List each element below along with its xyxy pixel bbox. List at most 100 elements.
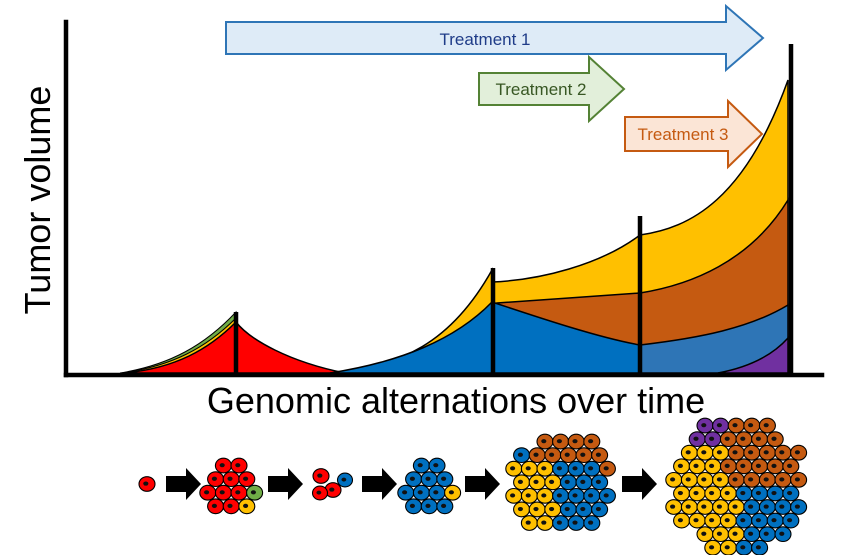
treatment-arrow-2-label: Treatment 2 xyxy=(495,80,586,99)
stage-5-cell xyxy=(583,487,601,504)
stage-6-cell xyxy=(665,499,683,515)
progression-arrow-2 xyxy=(268,468,303,500)
stage-6-cell xyxy=(766,512,784,529)
stage-6-cell xyxy=(680,499,698,515)
treatment-arrow-2: Treatment 2 xyxy=(478,54,626,124)
stage-6-cell xyxy=(774,471,792,488)
stage-6-cell xyxy=(751,431,769,448)
stage-4-cell xyxy=(444,484,462,501)
stage-6-cell xyxy=(727,444,745,461)
stage-5-cell xyxy=(598,460,616,477)
stage-2-cell xyxy=(214,484,232,501)
stage-6-cell xyxy=(751,458,769,475)
stage-6-cell xyxy=(704,458,722,475)
stage-6-cell xyxy=(688,485,706,502)
stage-3-cell xyxy=(324,482,342,498)
treatment-arrow-1-label: Treatment 1 xyxy=(439,30,530,49)
stage-1-cell xyxy=(138,476,156,492)
stage-6-cell xyxy=(743,526,761,543)
stage-6-cell xyxy=(766,431,784,448)
stage-5-cell xyxy=(536,515,554,531)
stage-5-cell xyxy=(520,460,538,477)
stage-6-cell xyxy=(712,417,730,434)
cell-progression xyxy=(138,417,808,555)
treatment-arrow-1-shape xyxy=(225,3,765,73)
stage-6-cell xyxy=(735,458,753,475)
stage-6-cell xyxy=(712,499,730,515)
stage-5-cell xyxy=(536,460,554,477)
stage-6-cell xyxy=(673,512,691,529)
treatment-arrow-3: Treatment 3 xyxy=(624,98,764,170)
stage-6-cell xyxy=(774,499,792,515)
stage-6-cell xyxy=(735,485,753,502)
area-purple-clone xyxy=(717,336,789,374)
stage-5-cell xyxy=(552,515,570,531)
stage-6-cell xyxy=(673,458,691,475)
stage-5-cell xyxy=(583,460,601,477)
timepoint-markers xyxy=(233,44,794,374)
stage-5-cell xyxy=(591,474,609,491)
stage-2-cell xyxy=(207,498,225,515)
progression-arrow-1 xyxy=(166,468,201,500)
stage-4-cell xyxy=(412,484,430,501)
stage-6-cell xyxy=(719,431,737,448)
stage-6-cell xyxy=(782,512,800,529)
stage-4-cell xyxy=(436,471,454,488)
stage-2-cell xyxy=(214,457,232,474)
stage-6-cell xyxy=(735,512,753,529)
stage-5-cell xyxy=(575,501,593,518)
stage-4-cell xyxy=(397,484,415,501)
stage-5-cell xyxy=(591,447,609,464)
stage-6-cell xyxy=(712,471,730,488)
stage-6-cell xyxy=(704,512,722,529)
stage-6-cell xyxy=(696,444,714,461)
stage-5-cell xyxy=(591,501,609,518)
stage-6-cell xyxy=(719,485,737,502)
stage-6-cell xyxy=(758,417,776,434)
stage-5-cell xyxy=(513,474,531,491)
stage-6-cell xyxy=(774,444,792,461)
stage-6-cell xyxy=(743,471,761,488)
stage-6-cell xyxy=(688,431,706,448)
stage-6-cell xyxy=(766,458,784,475)
treatment-arrow-2-shape xyxy=(478,54,626,124)
stage-5-cell xyxy=(559,474,577,491)
stage-6-cell xyxy=(680,471,698,488)
stage-5-cell xyxy=(552,433,570,450)
stage-5-cell xyxy=(552,460,570,477)
stage-5-cell xyxy=(575,447,593,464)
stage-5-cell xyxy=(505,487,523,504)
progression-arrows xyxy=(166,468,657,500)
stage-2-cell xyxy=(222,471,240,488)
stage-6-cell xyxy=(696,526,714,543)
axes xyxy=(63,19,825,378)
stage-6-cell xyxy=(790,499,808,515)
stage-3-cell xyxy=(312,468,330,484)
progression-arrow-3 xyxy=(362,468,397,500)
stage-6-cell xyxy=(704,431,722,448)
stage-5-cell xyxy=(544,501,562,518)
stage-6-cell xyxy=(751,539,769,555)
stage-5-cell xyxy=(505,460,523,477)
stage-5-cell xyxy=(567,433,585,450)
y-axis-label: Tumor volume xyxy=(17,86,58,315)
stage-6-cell xyxy=(743,499,761,515)
stage-6-cell xyxy=(704,539,722,555)
stage-5-cell xyxy=(544,474,562,491)
stage-6-cell xyxy=(751,512,769,529)
stage-3-cell xyxy=(311,485,329,501)
stage-5-cell xyxy=(536,433,554,450)
stage-5-cell xyxy=(513,447,531,464)
stage-6-cell xyxy=(727,417,745,434)
stage-6-cell xyxy=(782,458,800,475)
stage-6-cell xyxy=(727,526,745,543)
stage-6-cell xyxy=(743,417,761,434)
stage-2-cell xyxy=(246,484,264,501)
stage-6-cell xyxy=(743,444,761,461)
stage-4-cell xyxy=(405,471,423,488)
stage-4-cell xyxy=(428,484,446,501)
treatment-arrow-1: Treatment 1 xyxy=(225,3,765,73)
stage-5-cell xyxy=(583,515,601,531)
stage-6-cell xyxy=(758,471,776,488)
x-axis-label: Genomic alternations over time xyxy=(207,380,705,421)
